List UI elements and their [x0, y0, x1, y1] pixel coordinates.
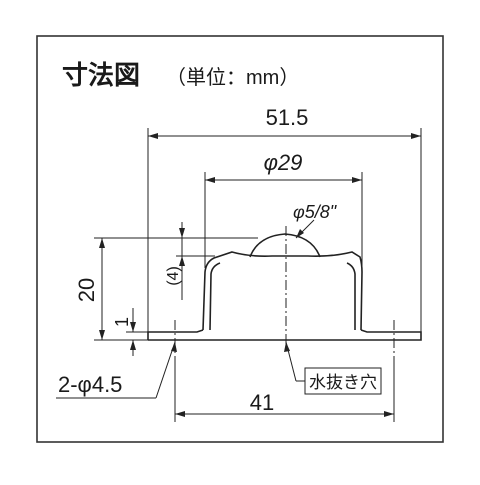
dim-flange-thickness: 1: [112, 317, 132, 327]
dim-body-diameter: φ29: [264, 150, 303, 175]
dimension-lines: [56, 128, 422, 422]
body-housing: [202, 251, 363, 331]
arrowheads: [99, 133, 421, 417]
drain-hole-label: 水抜き穴: [309, 373, 377, 393]
dim-ball-diameter: φ5/8": [293, 202, 338, 222]
dim-total-height: 20: [74, 278, 99, 302]
centerlines: [174, 226, 395, 356]
unit-note: （単位：mm）: [166, 66, 299, 89]
dim-hole-spec: 2-φ4.5: [58, 372, 122, 397]
dim-overall-width: 51.5: [266, 105, 309, 130]
drawing-title: 寸法図: [62, 61, 140, 91]
dim-hole-pitch: 41: [250, 390, 274, 415]
dim-ball-protrusion: (4): [165, 266, 182, 286]
part-outline: [147, 233, 422, 341]
ball: [249, 233, 321, 258]
drain-hole-label-box: [304, 367, 382, 395]
